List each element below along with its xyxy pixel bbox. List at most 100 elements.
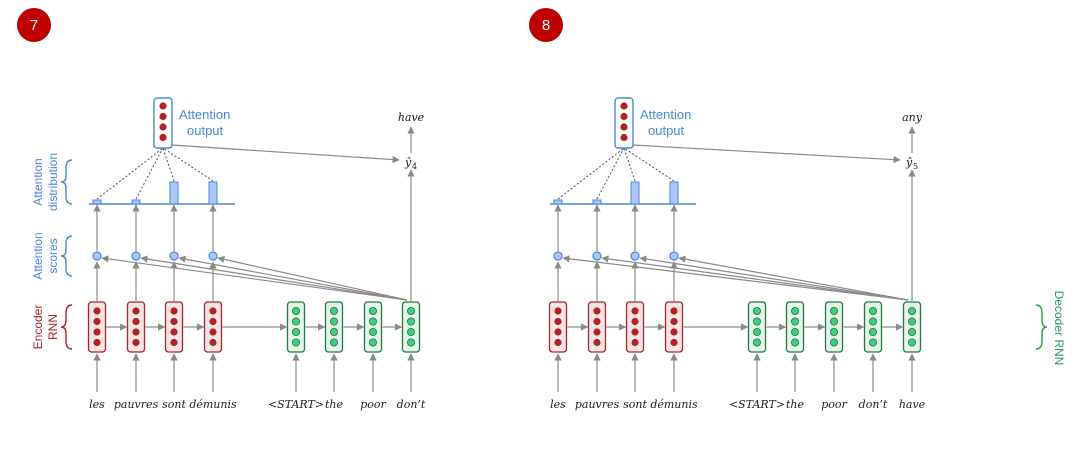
side-label-attention-scores: Attention scores xyxy=(31,232,73,280)
step-number: 7 xyxy=(30,17,38,34)
attention-output-vector xyxy=(153,97,173,149)
decoder-neuron xyxy=(753,317,762,326)
decoder-to-score-arrow xyxy=(562,255,909,301)
encoder-neuron xyxy=(593,338,601,347)
weighted-sum-line xyxy=(623,147,675,182)
encoder-neuron xyxy=(170,307,178,315)
encoder-neuron xyxy=(209,328,217,336)
decoder-neuron xyxy=(329,306,338,315)
encoder-hidden-state xyxy=(164,301,184,353)
decoder-input-word: poor xyxy=(821,398,847,411)
weighted-sum-line xyxy=(162,147,214,182)
encoder-neuron xyxy=(132,328,140,336)
encoder-neuron xyxy=(132,317,140,326)
encoder-neuron xyxy=(93,307,101,315)
encoder-hidden-state xyxy=(548,301,568,353)
attention-score xyxy=(553,251,563,261)
encoder-neuron xyxy=(554,328,562,336)
attention-to-output-arrow xyxy=(171,144,400,164)
decoder-neuron xyxy=(908,317,917,326)
encoder-neuron xyxy=(170,317,178,326)
predicted-output: ŷ xyxy=(905,156,913,169)
decoder-to-score-arrow xyxy=(101,255,408,301)
svg-text:scores: scores xyxy=(46,238,60,273)
decoder-hidden-state xyxy=(324,301,344,353)
decoder-neuron xyxy=(368,338,377,347)
encoder-neuron xyxy=(554,338,562,347)
decoder-to-score-arrow xyxy=(601,255,909,301)
decoder-neuron xyxy=(830,327,839,336)
attention-output-vector xyxy=(614,97,634,149)
attention-score xyxy=(169,251,179,261)
encoder-input-word: pauvres xyxy=(575,398,620,411)
side-label-encoder-rnn: Encoder RNN xyxy=(31,304,73,350)
decoder-neuron xyxy=(753,338,762,347)
side-label-decoder-rnn: Decoder RNN xyxy=(1035,291,1066,365)
decoder-neuron xyxy=(830,306,839,315)
weighted-sum-line xyxy=(596,147,625,200)
decoder-input-word: have xyxy=(899,398,926,411)
encoder-neuron xyxy=(631,338,639,347)
encoder-neuron xyxy=(170,338,178,347)
decoder-hidden-state xyxy=(902,301,922,353)
decoder-hidden-state xyxy=(363,301,383,353)
attention-output-label: output xyxy=(187,123,224,138)
attention-output-neuron xyxy=(620,133,628,142)
decoder-input-word: <START> xyxy=(268,398,324,411)
decoder-neuron xyxy=(869,327,878,336)
svg-text:Attention: Attention xyxy=(31,232,45,279)
decoder-neuron xyxy=(291,338,300,347)
decoder-neuron xyxy=(406,327,415,336)
side-label-attention-distribution: Attention distribution xyxy=(31,153,73,211)
decoder-input-word: don’t xyxy=(859,398,888,411)
decoder-neuron xyxy=(368,317,377,326)
decoder-neuron xyxy=(791,317,800,326)
encoder-neuron xyxy=(209,317,217,326)
attention-output-label: Attention xyxy=(179,107,230,122)
decoder-neuron xyxy=(329,317,338,326)
decoder-neuron xyxy=(406,306,415,315)
encoder-neuron xyxy=(631,317,639,326)
attention-output-label: output xyxy=(648,123,685,138)
encoder-hidden-state xyxy=(625,301,645,353)
decoder-neuron xyxy=(291,317,300,326)
decoder-input-word: <START> xyxy=(729,398,785,411)
output-word: have xyxy=(398,111,425,124)
attention-score xyxy=(592,251,602,261)
weighted-sum-line xyxy=(557,147,625,200)
encoder-input-word: démunis xyxy=(650,398,698,411)
attention-output-neuron xyxy=(159,133,167,142)
output-word: any xyxy=(902,111,923,124)
decoder-neuron xyxy=(908,338,917,347)
attention-weight-bar xyxy=(92,199,102,205)
encoder-neuron xyxy=(593,317,601,326)
encoder-neuron xyxy=(593,307,601,315)
attention-output-neuron xyxy=(159,123,167,131)
attention-weight-bar xyxy=(553,199,563,205)
encoder-input-word: sont xyxy=(623,398,647,411)
decoder-neuron xyxy=(869,338,878,347)
decoder-hidden-state xyxy=(747,301,767,353)
decoder-neuron xyxy=(869,306,878,315)
decoder-neuron xyxy=(908,306,917,315)
decoder-hidden-state xyxy=(824,301,844,353)
encoder-neuron xyxy=(670,307,678,315)
decoder-neuron xyxy=(329,327,338,336)
attention-score xyxy=(630,251,640,261)
decoder-neuron xyxy=(830,338,839,347)
attention-weight-bar xyxy=(630,181,640,205)
encoder-neuron xyxy=(93,317,101,326)
decoder-neuron xyxy=(291,327,300,336)
decoder-neuron xyxy=(830,317,839,326)
attention-score xyxy=(208,251,218,261)
encoder-neuron xyxy=(554,317,562,326)
encoder-input-word: démunis xyxy=(189,398,237,411)
decoder-neuron xyxy=(908,327,917,336)
attention-to-output-arrow xyxy=(632,144,901,164)
attention-output-neuron xyxy=(159,102,167,110)
decoder-to-score-arrow xyxy=(140,255,408,301)
encoder-input-word: les xyxy=(550,398,566,411)
decoder-input-word: the xyxy=(325,398,344,411)
